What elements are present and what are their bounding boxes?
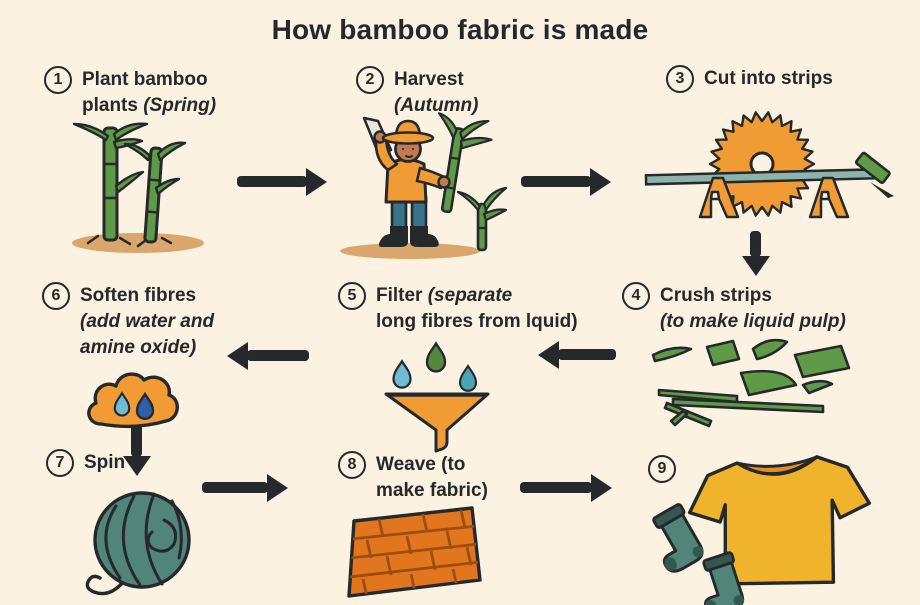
arrow-step4-to-step5 (538, 340, 616, 369)
arrow-step2-to-step3 (521, 167, 611, 196)
funnel-icon (384, 341, 490, 453)
step-9-label: 9 (648, 455, 686, 483)
page-title: How bamboo fabric is made (271, 14, 649, 45)
farmer-harvest-icon (340, 112, 508, 259)
step-6-label: 6 Soften fibres (add water and amine oxi… (42, 282, 214, 361)
sock-icon (652, 503, 704, 573)
arrow-step5-to-step6 (227, 341, 309, 370)
circular-saw-icon (644, 111, 894, 219)
step-2-label: 2 Harvest (Autumn) (356, 66, 478, 119)
step-8-number-badge: 8 (338, 451, 366, 479)
farmer-illustration (330, 112, 510, 262)
step-7-label: 7 Spin (46, 449, 125, 477)
clothing-illustration (628, 428, 910, 605)
step-8-label: 8 Weave (to make fabric) (338, 451, 488, 504)
cloud-drops-icon (87, 372, 179, 429)
t-shirt-icon (687, 455, 872, 586)
tshirt-socks-icon (652, 455, 872, 605)
step-3-label: 3 Cut into strips (666, 65, 833, 93)
crushed-strips-illustration (645, 333, 885, 428)
sock-icon (702, 551, 745, 605)
step-1-number-badge: 1 (44, 66, 72, 94)
circular-saw-illustration (642, 111, 907, 232)
bamboo-plants-icon (72, 122, 204, 253)
step-9-number-badge: 9 (648, 455, 676, 483)
soften-cloud-illustration (83, 360, 183, 438)
step-6-number-badge: 6 (42, 282, 70, 310)
arrow-step8-to-step9 (520, 473, 612, 502)
crushed-strips-icon (651, 338, 851, 428)
arrow-step6-to-step7 (122, 424, 151, 476)
woven-fabric-illustration (345, 503, 485, 603)
step-5-number-badge: 5 (338, 282, 366, 310)
bamboo-plants-illustration (50, 122, 230, 257)
woven-fabric-icon (347, 506, 482, 598)
yarn-ball-illustration (80, 486, 210, 601)
arrow-step7-to-step8 (202, 473, 288, 502)
arrow-step1-to-step2 (237, 167, 327, 196)
step-2-number-badge: 2 (356, 66, 384, 94)
arrow-step3-to-step4 (741, 231, 770, 276)
step-4-label: 4 Crush strips (to make liquid pulp) (622, 282, 846, 335)
step-4-number-badge: 4 (622, 282, 650, 310)
step-3-number-badge: 3 (666, 65, 694, 93)
funnel-illustration (372, 332, 502, 453)
yarn-ball-icon (85, 491, 191, 596)
step-1-label: 1 Plant bamboo plants (Spring) (44, 66, 216, 119)
step-7-number-badge: 7 (46, 449, 74, 477)
step-5-label: 5 Filter (separate long fibres from lqui… (338, 282, 578, 335)
